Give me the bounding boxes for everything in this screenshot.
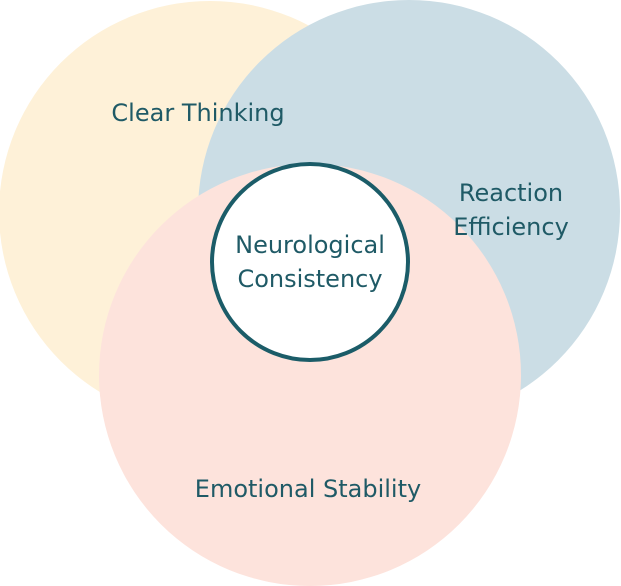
label-clear-thinking: Clear Thinking [111, 99, 285, 127]
label-reaction-efficiency: Reaction Efficiency [453, 179, 569, 241]
label-neurological-consistency: Neurological Consistency [235, 231, 385, 293]
label-emotional-stability: Emotional Stability [194, 475, 422, 503]
center-circle [210, 162, 410, 362]
circle-emotional-stability [99, 164, 521, 586]
